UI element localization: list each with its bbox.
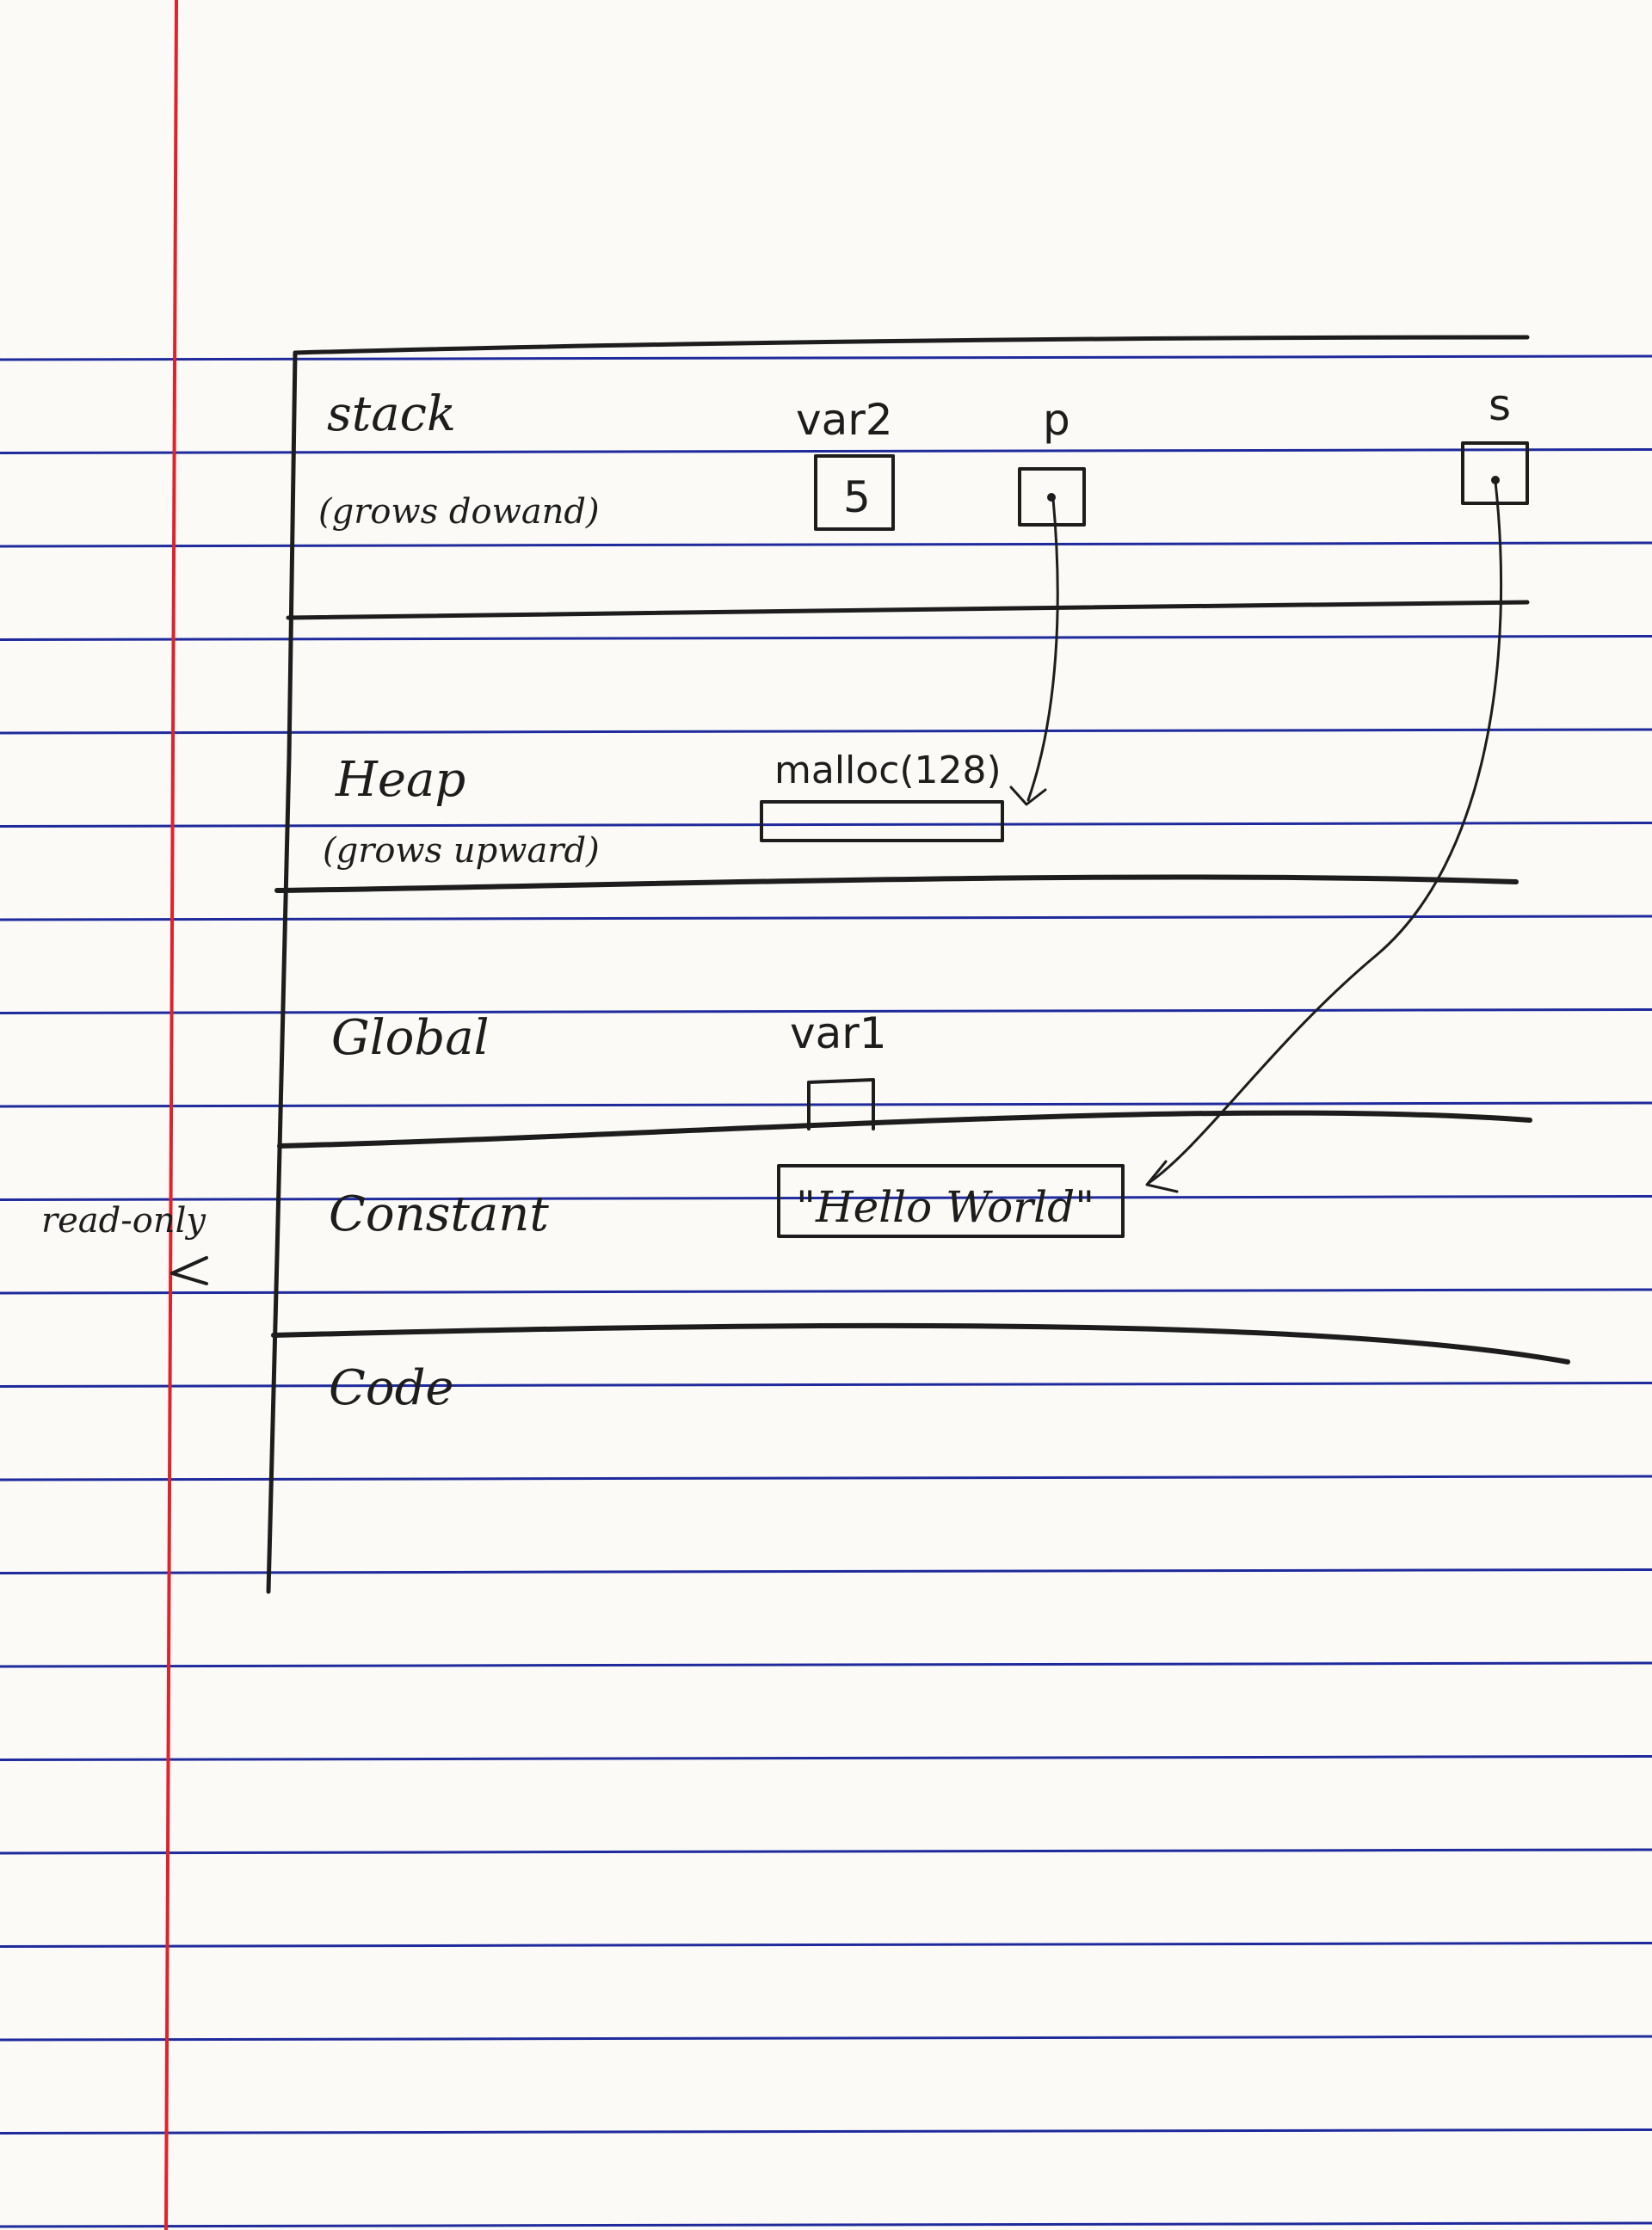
ruled-line [0,1288,1652,1295]
ruled-line [0,448,1652,454]
s-pointer-dot [1491,476,1500,484]
stack-note: (grows dowand) [318,492,600,532]
var2-box [814,454,895,531]
var2-name: var2 [796,395,893,445]
divider-stack-heap [286,600,1530,620]
ruled-line [0,1848,1652,1855]
heap-note: (grows upward) [323,831,600,871]
ruled-line [0,541,1652,548]
p-arrowhead [1009,785,1047,806]
s-box [1461,441,1529,505]
ruled-line [0,354,1652,361]
constant-label: Constant [329,1186,549,1242]
ruled-line [0,1008,1652,1014]
ruled-lines [0,354,1652,2228]
global-label: Global [331,1010,490,1066]
ruled-line [0,1942,1652,1948]
stack-label: stack [327,386,456,442]
ruled-line [0,1755,1652,1761]
divider-heap-global [274,874,1519,893]
p-pointer-arrow [1026,497,1059,802]
divider-constant-code [271,1322,1570,1364]
var1-box [807,1078,875,1130]
ruled-line [0,1475,1652,1482]
ruled-line [0,1382,1652,1388]
ruled-line [0,728,1652,735]
ruled-line [0,1661,1652,1668]
ruled-line [0,2128,1652,2135]
top-boundary [293,335,1530,355]
divider-global-constant [277,1110,1532,1149]
string-literal: "Hello World" [796,1182,1094,1232]
read-only-arrow [170,1256,208,1285]
var2-value: 5 [843,472,871,522]
margin-line [164,0,178,2230]
ruled-line [0,1195,1652,1201]
read-only-note: read-only [41,1201,206,1241]
ruled-line [0,2221,1652,2228]
heap-label: Heap [335,752,465,808]
s-name: s [1489,380,1511,430]
string-literal-box [777,1164,1125,1238]
s-arrowhead [1145,1160,1179,1193]
ruled-line [0,915,1652,921]
malloc-label: malloc(128) [774,748,1002,792]
s-pointer-arrow [1147,480,1503,1185]
memory-boundary-line [266,350,298,1594]
ruled-line [0,635,1652,641]
heap-block [760,800,1004,842]
code-label: Code [329,1360,454,1416]
ruled-line [0,2035,1652,2042]
p-name: p [1043,395,1070,445]
ruled-line [0,1101,1652,1108]
ruled-line [0,1568,1652,1574]
var1-name: var1 [790,1008,887,1058]
p-box [1018,467,1086,527]
ruled-line [0,822,1652,828]
